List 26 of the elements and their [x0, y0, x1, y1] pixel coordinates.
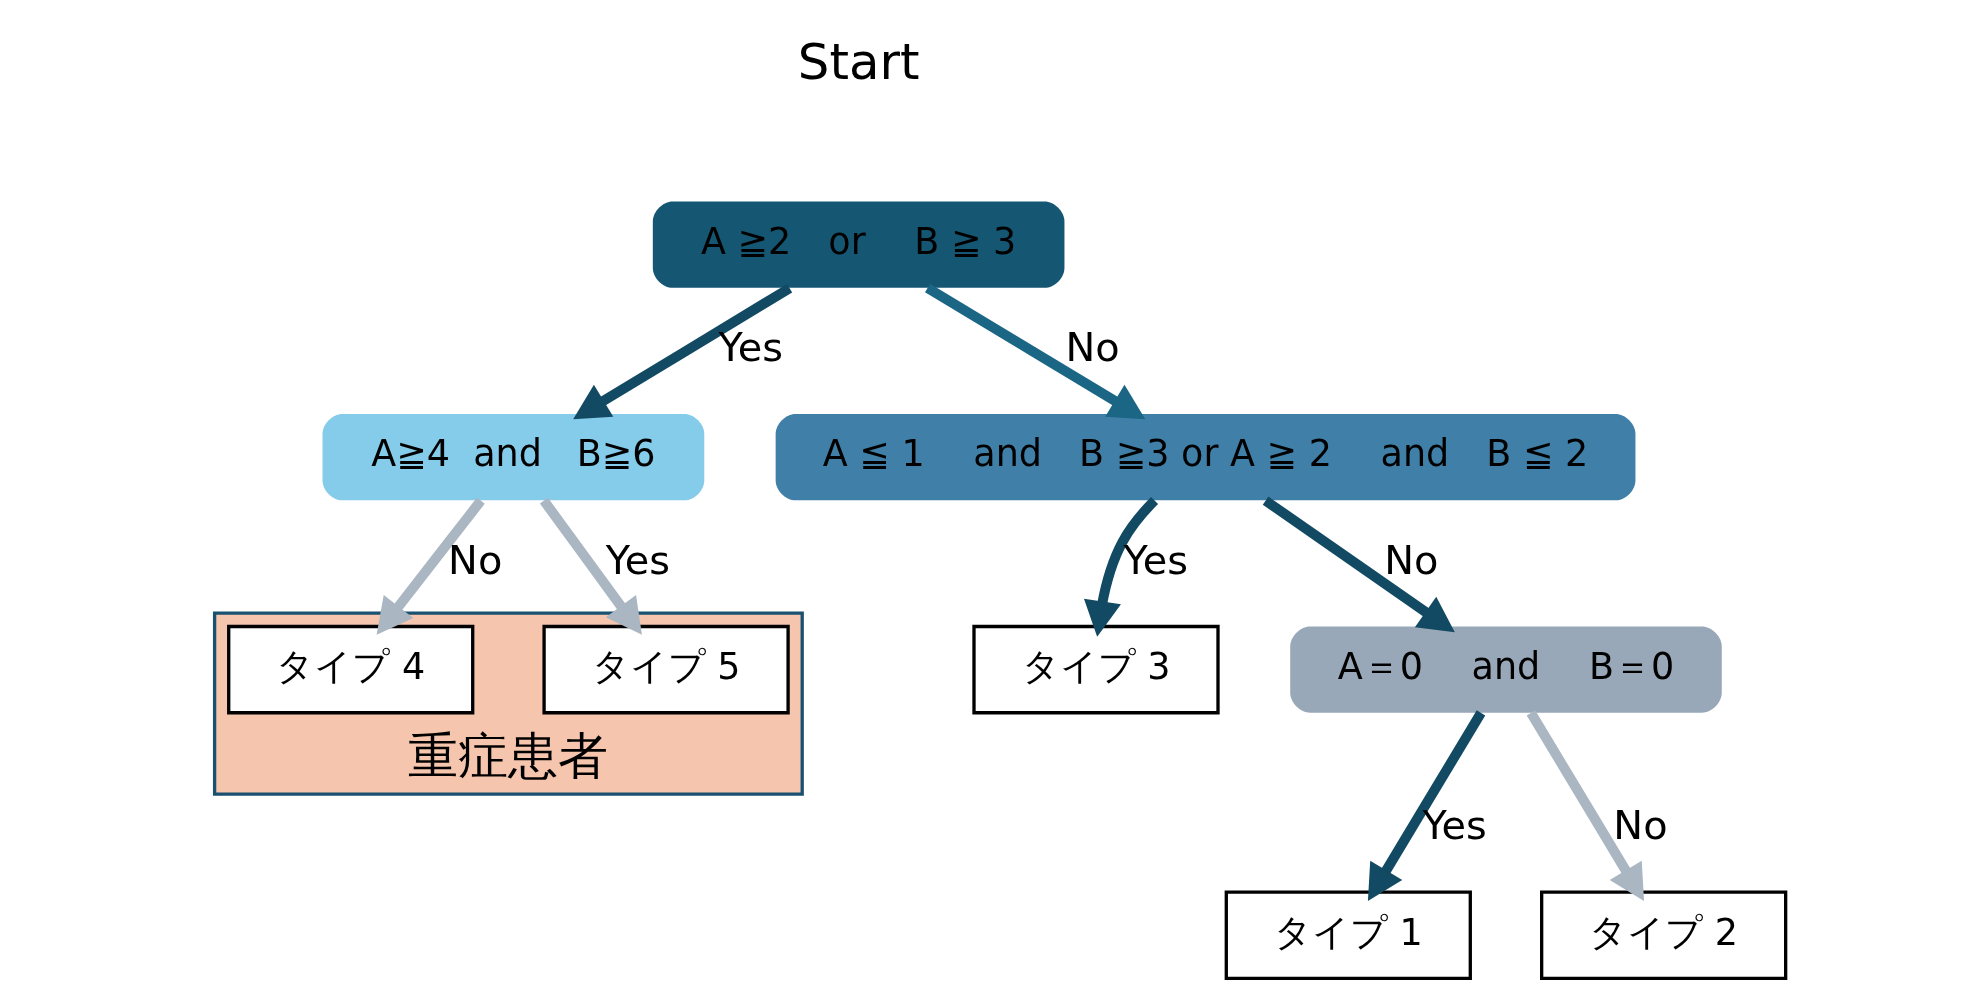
node-box: タイプ 4: [227, 624, 475, 714]
edge-label: Yes: [605, 536, 671, 583]
node-box: タイプ 1: [1224, 889, 1472, 980]
arrow: [376, 497, 485, 635]
edge-label: Yes: [1422, 801, 1487, 848]
arrow: [539, 497, 642, 635]
arrow: [1367, 709, 1486, 901]
node-box: タイプ 5: [542, 624, 790, 714]
node-box: A＝0 and B＝0: [1290, 625, 1722, 713]
edge-label: No: [1384, 536, 1439, 583]
node-box: A ≧2 or B ≧ 3: [652, 201, 1065, 288]
edge-label: No: [1065, 323, 1120, 370]
edge-label: Yes: [1123, 536, 1188, 583]
arrow: [1083, 496, 1159, 637]
arrow: [1526, 709, 1645, 901]
edge-label: No: [448, 536, 503, 583]
edge-label: No: [1613, 801, 1668, 848]
node-box: タイプ 3: [972, 624, 1220, 714]
node-box: A≧4 and B≧6: [322, 413, 705, 500]
node-box: タイプ 2: [1540, 889, 1788, 980]
arrow: [1262, 496, 1455, 632]
node-box: A ≦ 1 and B ≧3 or A ≧ 2 and B ≦ 2: [775, 413, 1636, 500]
arrow: [573, 283, 793, 419]
edge-label: Yes: [718, 323, 783, 370]
arrow: [925, 283, 1146, 419]
label: Start: [797, 32, 920, 91]
